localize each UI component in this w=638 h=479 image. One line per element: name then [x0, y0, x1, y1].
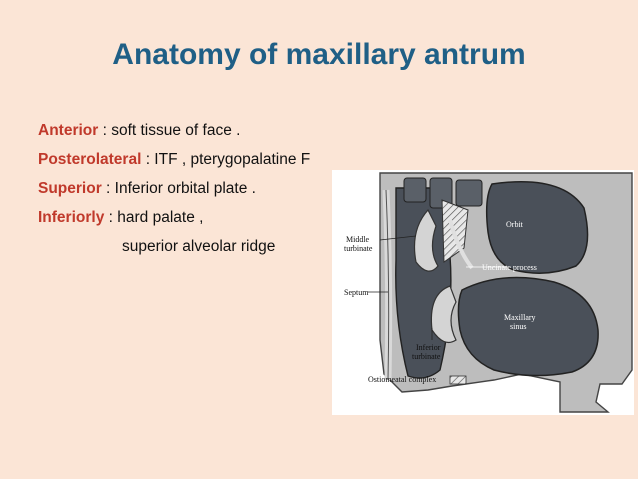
leader-line	[379, 235, 417, 241]
label-septum: Septum	[344, 288, 369, 297]
bullet-term: Posterolateral	[38, 151, 142, 168]
label-maxillary-sinus-line2: sinus	[510, 322, 526, 331]
bullet-text: : hard palate ,	[104, 209, 204, 226]
label-maxillary-sinus-line1: Maxillary	[504, 313, 536, 322]
slide-title: Anatomy of maxillary antrum	[112, 38, 526, 71]
bullet-text: : Inferior orbital plate .	[101, 180, 256, 197]
anatomy-illustration: Middle turbinate Orbit Uncinate process …	[332, 170, 634, 415]
ethmoid-cell	[403, 177, 427, 203]
bullet-term: Superior	[38, 180, 102, 197]
label-inferior-turbinate-line1: Inferior	[416, 343, 441, 352]
bullet-continuation: superior alveolar ridge	[122, 238, 276, 255]
bullet-term: Anterior	[38, 122, 99, 139]
orbit-shape	[485, 181, 589, 274]
label-uncinate-process: Uncinate process	[482, 263, 537, 272]
ethmoid-cell	[429, 177, 453, 209]
label-orbit: Orbit	[506, 220, 524, 229]
bullet-term: Inferiorly	[38, 209, 105, 226]
inferior-turbinate-shape	[430, 285, 457, 343]
uncinate-process-shape	[448, 219, 474, 270]
bullet-anterior: Anterior : soft tissue of face .	[38, 122, 240, 140]
ostiomeatal-legend-swatch	[449, 375, 467, 385]
bullet-inferiorly: Inferiorly : hard palate ,	[38, 209, 203, 227]
bullet-posterolateral: Posterolateral : ITF , pterygopalatine F	[38, 151, 310, 169]
bullet-text: : ITF , pterygopalatine F	[141, 151, 311, 168]
label-ostiomeatal-complex: Ostiomeatal complex	[368, 375, 436, 384]
sinus-diagram: Middle turbinate Orbit Uncinate process …	[344, 172, 633, 413]
label-middle-turbinate-line1: Middle	[346, 235, 370, 244]
maxillary-sinus-shape	[457, 276, 599, 377]
middle-turbinate-shape	[413, 208, 439, 272]
label-middle-turbinate-line2: turbinate	[344, 244, 373, 253]
septum-outline	[385, 189, 390, 381]
label-inferior-turbinate-line2: turbinate	[412, 352, 441, 361]
bullet-superior: Superior : Inferior orbital plate .	[38, 180, 256, 198]
ethmoid-cell	[455, 179, 483, 207]
bullet-text: : soft tissue of face .	[98, 122, 241, 139]
